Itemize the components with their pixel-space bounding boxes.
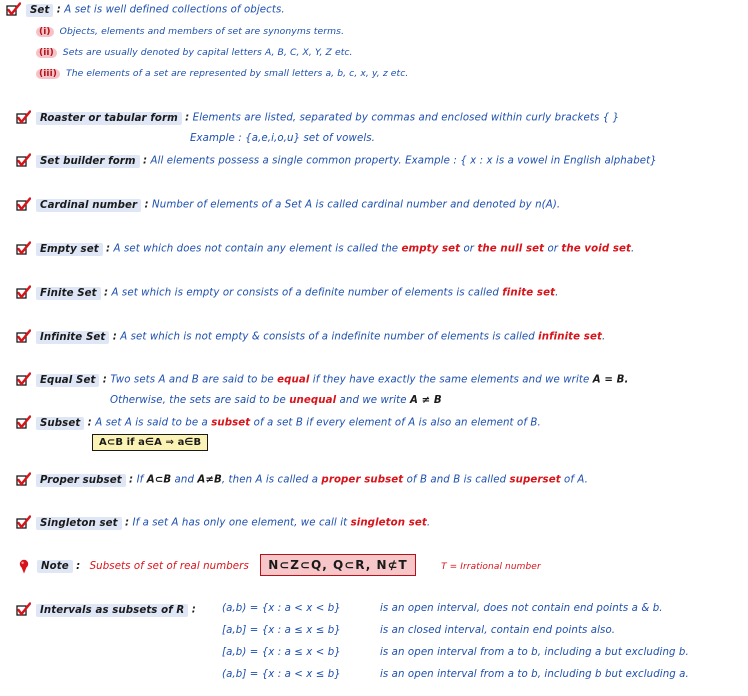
checkmark-icon: [16, 602, 31, 617]
builder-definition: All elements possess a single common pro…: [150, 155, 657, 167]
term-subset: Subset: [36, 416, 85, 430]
proper-subset-highlight: proper subset: [321, 474, 404, 486]
term-intervals: Intervals as subsets of R: [36, 603, 189, 617]
subset-highlight: subset: [211, 417, 251, 429]
empty-line: Empty set : A set which does not contain…: [16, 241, 634, 256]
subset-line: Subset : A set A is said to be a subset …: [16, 415, 541, 430]
term-finite: Finite Set: [36, 286, 101, 300]
number-subsets-box: N⊂Z⊂Q, Q⊂R, N⊄T: [260, 554, 416, 576]
void-set-highlight: the void set: [561, 243, 632, 255]
checkmark-icon: [16, 372, 31, 387]
singleton-line: Singleton set : If a set A has only one …: [16, 515, 430, 530]
unequal-line: Otherwise, the sets are said to be unequ…: [110, 395, 442, 406]
builder-line: Set builder form : All elements possess …: [16, 153, 657, 168]
checkmark-icon: [16, 515, 31, 530]
empty-set-highlight: empty set: [401, 243, 461, 255]
term-proper: Proper subset: [36, 473, 126, 487]
set-point-2: (ii)Sets are usually denoted by capital …: [36, 47, 353, 58]
irrational-note: T = Irrational number: [441, 562, 541, 572]
cardinal-definition: Number of elements of a Set A is called …: [152, 199, 561, 211]
roaster-example: Example : {a,e,i,o,u} set of vowels.: [190, 133, 375, 144]
note-line: Note : Subsets of set of real numbers N⊂…: [18, 554, 541, 576]
checkmark-icon: [16, 415, 31, 430]
term-singleton: Singleton set: [36, 516, 122, 530]
term-note: Note: [37, 560, 73, 573]
pin-icon: [18, 559, 30, 574]
cardinal-line: Cardinal number : Number of elements of …: [16, 197, 560, 212]
intervals-heading: Intervals as subsets of R :: [16, 602, 196, 617]
interval-row: [a,b) = {x : a ≤ x < b}is an open interv…: [222, 647, 689, 658]
equal-highlight: equal: [277, 374, 310, 386]
singleton-highlight: singleton set: [350, 517, 427, 529]
superset-highlight: superset: [509, 474, 561, 486]
null-set-highlight: the null set: [477, 243, 545, 255]
term-empty: Empty set: [36, 242, 103, 256]
checkmark-icon: [16, 241, 31, 256]
roaster-line: Roaster or tabular form : Elements are l…: [16, 110, 619, 125]
interval-row: [a,b] = {x : a ≤ x ≤ b}is an closed inte…: [222, 625, 616, 636]
equal-expression: A = B.: [592, 374, 629, 386]
interval-row: (a,b] = {x : a < x ≤ b}is an open interv…: [222, 669, 689, 680]
set-point-3: (iii)The elements of a set are represent…: [36, 68, 408, 79]
term-infinite: Infinite Set: [36, 330, 110, 344]
checkmark-icon: [16, 153, 31, 168]
term-roaster: Roaster or tabular form: [36, 111, 182, 125]
term-builder: Set builder form: [36, 154, 140, 168]
finite-set-highlight: finite set: [502, 287, 556, 299]
equal-line: Equal Set : Two sets A and B are said to…: [16, 372, 628, 387]
checkmark-icon: [16, 197, 31, 212]
proper-line: Proper subset : If A⊂B and A≠B, then A i…: [16, 472, 588, 487]
checkmark-icon: [6, 2, 21, 17]
subset-formula-box: A⊂B if a∈A ⇒ a∈B: [92, 434, 209, 451]
infinite-line: Infinite Set : A set which is not empty …: [16, 329, 605, 344]
unequal-highlight: unequal: [289, 395, 337, 406]
checkmark-icon: [16, 110, 31, 125]
term-set: Set: [26, 3, 54, 17]
checkmark-icon: [16, 329, 31, 344]
note-text: Subsets of set of real numbers: [89, 561, 249, 572]
roaster-definition: Elements are listed, separated by commas…: [192, 112, 620, 124]
unequal-expression: A ≠ B: [409, 395, 442, 406]
term-cardinal: Cardinal number: [36, 198, 142, 212]
subset-formula-line: A⊂B if a∈A ⇒ a∈B: [92, 434, 209, 451]
checkmark-icon: [16, 472, 31, 487]
set-point-1: (i)Objects, elements and members of set …: [36, 26, 344, 37]
set-definition: A set is well defined collections of obj…: [64, 4, 285, 16]
finite-line: Finite Set : A set which is empty or con…: [16, 285, 558, 300]
set-line: Set : A set is well defined collections …: [6, 2, 285, 17]
term-equal: Equal Set: [36, 373, 100, 387]
infinite-set-highlight: infinite set: [538, 331, 602, 343]
checkmark-icon: [16, 285, 31, 300]
interval-row: (a,b) = {x : a < x < b}is an open interv…: [222, 603, 663, 614]
